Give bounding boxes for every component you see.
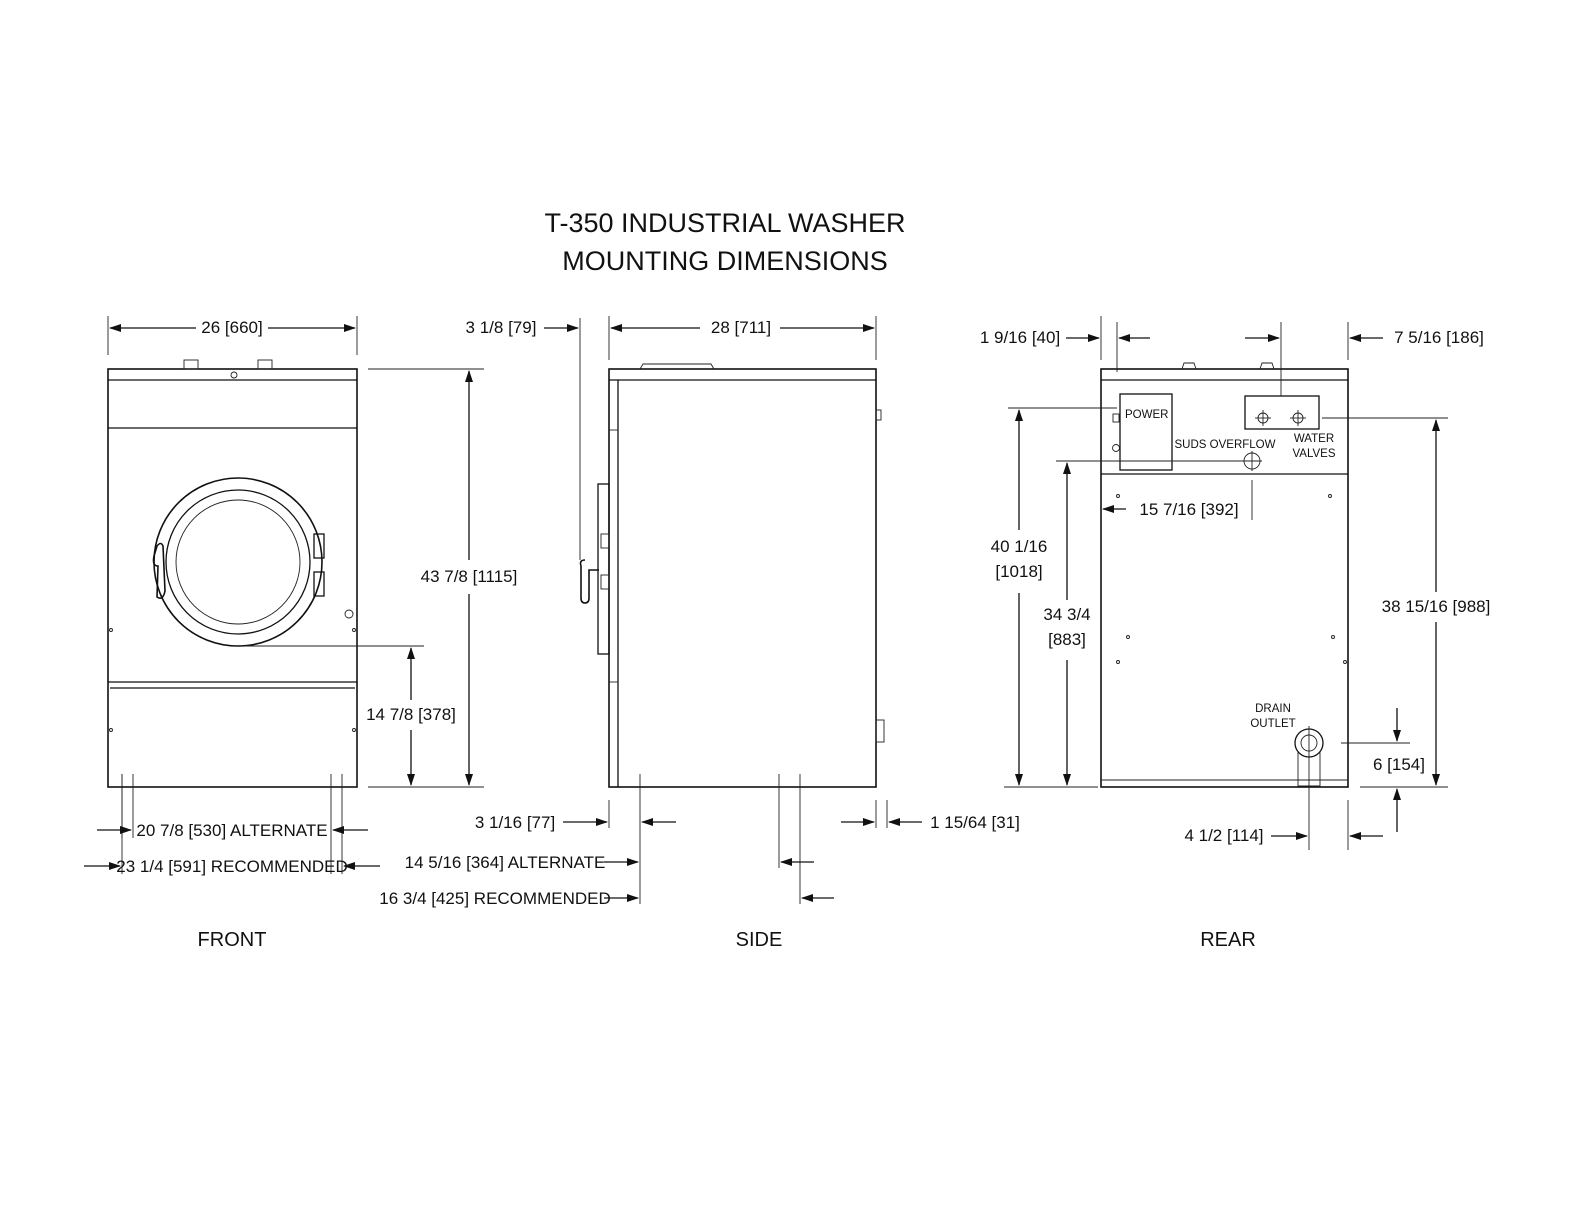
door-glass — [165, 489, 311, 635]
door-handle — [152, 542, 166, 599]
water-valve-box — [1244, 395, 1320, 430]
power-box — [1119, 393, 1173, 471]
rear-view-label: REAR — [1200, 929, 1256, 951]
rear-right-offset-label: 7 5/16 [186] — [1394, 328, 1484, 347]
title-line-2: MOUNTING DIMENSIONS — [562, 246, 888, 276]
side-depth-label: 28 [711] — [711, 318, 771, 337]
rear-power-height-a: 40 1/16 — [991, 537, 1048, 556]
door-center-height-label: 14 7/8 [378] — [366, 705, 456, 724]
side-recommended-label: 16 3/4 [425] RECOMMENDED — [379, 889, 610, 908]
drain-label-1: DRAIN — [1255, 703, 1291, 715]
side-handle — [579, 559, 599, 604]
rear-suds-height-b: [883] — [1048, 630, 1086, 649]
side-view-label: SIDE — [736, 929, 783, 951]
rear-suds-height-a: 34 3/4 — [1043, 605, 1090, 624]
side-alternate-label: 14 5/16 [364] ALTERNATE — [405, 853, 606, 872]
rear-power-height-b: [1018] — [995, 562, 1042, 581]
suds-label: SUDS OVERFLOW — [1175, 439, 1276, 451]
front-width-label: 26 [660] — [201, 318, 262, 337]
side-cabinet — [608, 368, 877, 788]
rear-drain-height-label: 6 [154] — [1373, 755, 1425, 774]
title-line-1: T-350 INDUSTRIAL WASHER — [544, 208, 905, 238]
side-handle-label: 3 1/8 [79] — [466, 318, 537, 337]
drain-label-2: OUTLET — [1250, 718, 1295, 730]
side-front-offset-label: 3 1/16 [77] — [475, 813, 555, 832]
rear-drain-offset-label: 4 1/2 [114] — [1184, 826, 1263, 845]
rear-left-offset-label: 1 9/16 [40] — [980, 328, 1060, 347]
rear-cabinet — [1100, 368, 1349, 788]
front-height-label: 43 7/8 [1115] — [421, 567, 518, 586]
front-view: 26 [660] 43 7/8 [1115] 14 7/8 [378] 20 7… — [84, 316, 517, 951]
water-label-2: VALVES — [1292, 448, 1335, 460]
front-recommended-label: 23 1/4 [591] RECOMMENDED — [116, 857, 347, 876]
side-view: 28 [711] 3 1/8 [79] 3 1/16 [77] 1 15/64 … — [379, 316, 1020, 951]
front-view-label: FRONT — [198, 929, 267, 951]
rear-view: POWER WATER VALVES SUDS OVERFLOW DRAIN O… — [980, 316, 1491, 951]
water-label-1: WATER — [1294, 433, 1334, 445]
front-cabinet — [107, 368, 358, 788]
door-ring — [153, 477, 323, 647]
rear-suds-offset-label: 15 7/16 [392] — [1139, 500, 1238, 519]
side-rear-offset-label: 1 15/64 [31] — [930, 813, 1020, 832]
rear-water-height-label: 38 15/16 [988] — [1382, 597, 1491, 616]
power-label: POWER — [1125, 409, 1168, 421]
front-alternate-label: 20 7/8 [530] ALTERNATE — [136, 821, 327, 840]
